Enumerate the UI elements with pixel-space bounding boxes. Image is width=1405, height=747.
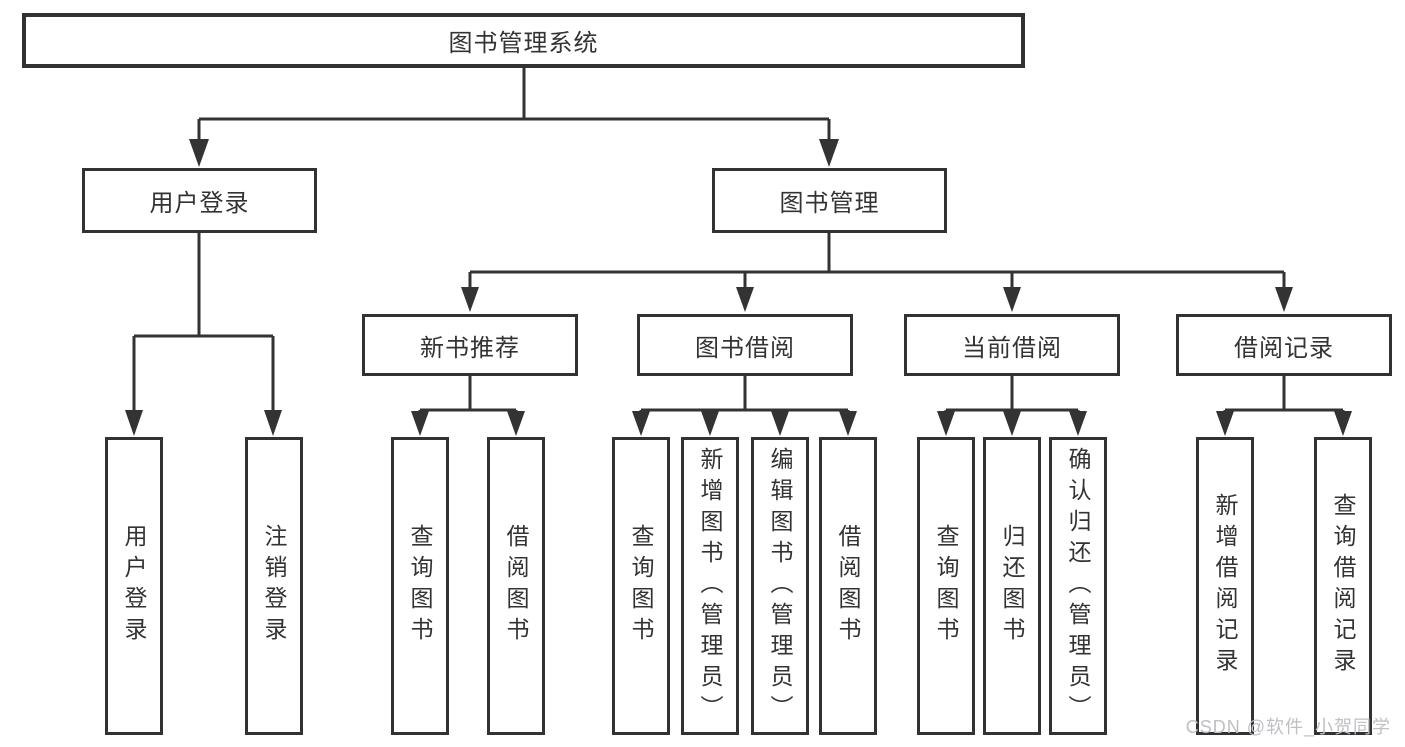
connector-new-book: [411, 374, 525, 436]
arrow-down-icon: [264, 410, 282, 436]
connector-book-mgmt: [461, 231, 1293, 312]
node-record-add-borrow-record: 新增借阅记录: [1196, 437, 1254, 735]
connector-record: [1216, 374, 1352, 436]
csdn-watermark: CSDN @软件_小贺同学: [1185, 717, 1391, 737]
node-user-login-leaf: 用户登录: [105, 437, 163, 735]
arrow-down-icon: [411, 411, 429, 436]
connector-root-to-level2: [189, 66, 839, 167]
arrow-down-icon: [461, 287, 479, 312]
arrow-down-icon: [1003, 287, 1021, 312]
node-newbook-query-books: 查询图书: [391, 437, 449, 735]
node-current-query-books: 查询图书: [917, 437, 975, 735]
arrow-down-icon: [632, 411, 650, 436]
node-book-management: 图书管理: [712, 168, 947, 233]
node-current-confirm-return-admin: 确认归还（管理员）: [1049, 437, 1107, 735]
arrow-down-icon: [507, 411, 525, 436]
node-new-book-recommend: 新书推荐: [362, 314, 578, 376]
node-current-borrow: 当前借阅: [904, 314, 1120, 376]
arrow-down-icon: [736, 287, 754, 312]
node-book-borrow: 图书借阅: [637, 314, 853, 376]
arrow-down-icon: [819, 139, 839, 167]
connector-user-login: [125, 231, 282, 436]
arrow-down-icon: [701, 411, 719, 436]
node-record-query-borrow-record: 查询借阅记录: [1314, 437, 1372, 735]
node-borrow-edit-books-admin: 编辑图书（管理员）: [751, 437, 809, 735]
connector-current: [937, 374, 1087, 436]
arrow-down-icon: [1069, 411, 1087, 436]
arrow-down-icon: [1216, 411, 1234, 436]
node-current-return-books: 归还图书: [983, 437, 1041, 735]
node-logout: 注销登录: [245, 437, 303, 735]
node-borrow-borrow-books: 借阅图书: [819, 437, 877, 735]
arrow-down-icon: [125, 410, 143, 436]
arrow-down-icon: [1275, 287, 1293, 312]
arrow-down-icon: [771, 411, 789, 436]
arrow-down-icon: [1003, 411, 1021, 436]
node-library-management-system: 图书管理系统: [22, 13, 1025, 68]
node-borrow-add-books-admin: 新增图书（管理员）: [681, 437, 739, 735]
node-borrow-query-books: 查询图书: [612, 437, 670, 735]
connector-borrow: [632, 374, 857, 436]
arrow-down-icon: [839, 411, 857, 436]
node-user-login: 用户登录: [82, 168, 317, 233]
arrow-down-icon: [937, 411, 955, 436]
arrow-down-icon: [189, 139, 209, 167]
node-borrow-record: 借阅记录: [1176, 314, 1392, 376]
node-newbook-borrow-books: 借阅图书: [487, 437, 545, 735]
arrow-down-icon: [1334, 411, 1352, 436]
